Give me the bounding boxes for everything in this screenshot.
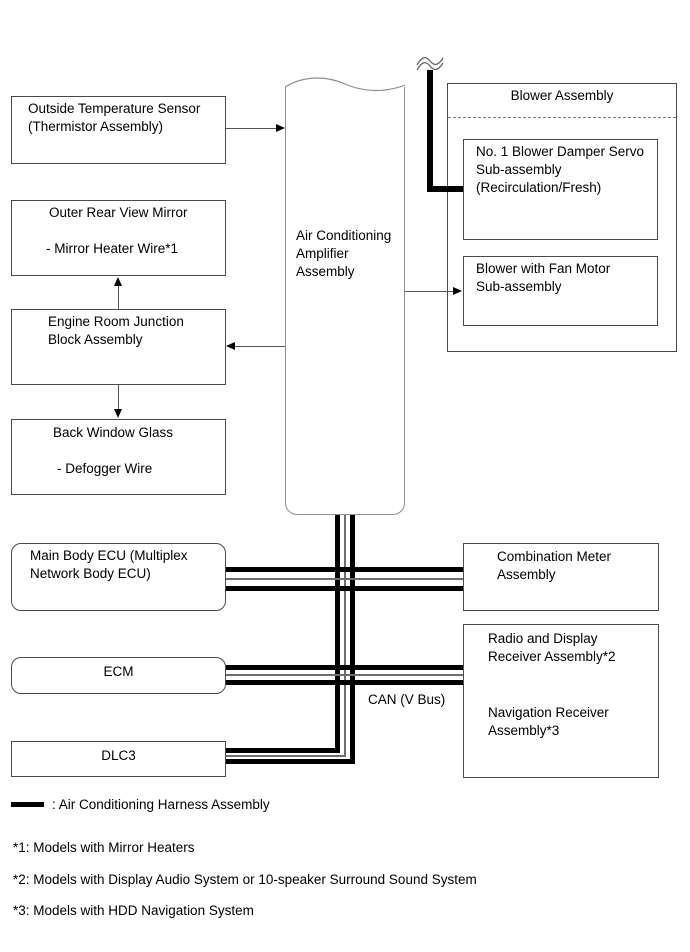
bus-h1-bottom xyxy=(226,586,463,591)
box-radio-navigation-receiver xyxy=(463,624,659,778)
label-blower-fan-motor-line2: Sub-assembly xyxy=(476,279,562,294)
label-combination-meter-line1: Combination Meter xyxy=(497,549,612,564)
label-defogger-wire: - Defogger Wire xyxy=(57,461,153,476)
harness-line-vertical xyxy=(427,70,433,192)
box-blower-fan-motor xyxy=(463,256,658,326)
arrow-up-icon xyxy=(114,277,122,286)
label-combination-meter-line2: Assembly xyxy=(497,567,556,582)
bus-h2-top xyxy=(226,665,463,670)
blower-assembly-divider xyxy=(448,117,676,118)
label-ac-amplifier-line2: Amplifier xyxy=(296,246,349,261)
box-ac-amplifier-assembly xyxy=(285,87,405,515)
label-mirror-heater-wire: - Mirror Heater Wire*1 xyxy=(46,241,179,256)
label-engine-room-junction-line2: Block Assembly xyxy=(48,332,143,347)
label-ac-amplifier-line3: Assembly xyxy=(296,264,355,279)
box-dlc3 xyxy=(11,741,226,777)
label-blower-damper-servo-line1: No. 1 Blower Damper Servo xyxy=(476,144,645,159)
arrow-left-icon xyxy=(226,342,235,350)
connector-temp-sensor-to-amplifier xyxy=(226,128,277,129)
arrow-right-icon xyxy=(276,124,285,132)
label-radio-receiver-line1: Radio and Display xyxy=(488,631,598,646)
label-ac-amplifier-line1: Air Conditioning xyxy=(296,228,392,243)
note-2: *2: Models with Display Audio System or … xyxy=(13,872,477,887)
box-ecm xyxy=(11,657,226,694)
label-navigation-receiver-line2: Assembly*3 xyxy=(488,723,560,738)
bus-vertical-left xyxy=(335,515,340,753)
bus-h3-bottom xyxy=(226,759,355,764)
box-blower-damper-servo xyxy=(463,139,658,240)
note-1: *1: Models with Mirror Heaters xyxy=(13,840,195,855)
bus-vertical-center xyxy=(344,515,346,757)
arrow-down-icon xyxy=(114,409,122,418)
box-outer-rear-view-mirror xyxy=(11,200,226,276)
note-3: *3: Models with HDD Navigation System xyxy=(13,903,254,918)
box-combination-meter xyxy=(463,543,659,611)
bus-h1-top xyxy=(226,567,463,572)
label-main-body-ecu-line2: Network Body ECU) xyxy=(30,566,151,581)
label-radio-receiver-line2: Receiver Assembly*2 xyxy=(488,649,616,664)
box-back-window-glass xyxy=(11,419,226,495)
amplifier-wavy-top-edge xyxy=(284,77,406,92)
label-blower-damper-servo-line2: Sub-assembly xyxy=(476,162,562,177)
label-back-window-glass: Back Window Glass xyxy=(53,425,174,440)
bus-h1-center xyxy=(226,578,463,580)
bus-h3-top xyxy=(226,748,340,753)
legend-harness-swatch xyxy=(11,802,44,807)
connector-amplifier-to-fan-motor xyxy=(405,291,453,292)
connector-junction-to-back-glass xyxy=(118,385,119,409)
label-ecm: ECM xyxy=(103,664,134,679)
label-outside-temperature-sensor-line2: (Thermistor Assembly) xyxy=(28,119,164,134)
box-main-body-ecu xyxy=(11,543,226,611)
connector-junction-to-mirror xyxy=(118,286,119,309)
label-can-v-bus: CAN (V Bus) xyxy=(368,692,446,707)
label-engine-room-junction-line1: Engine Room Junction xyxy=(48,314,184,329)
label-outside-temperature-sensor-line1: Outside Temperature Sensor xyxy=(28,101,201,116)
harness-break-symbol xyxy=(416,57,444,71)
label-outer-rear-view-mirror: Outer Rear View Mirror xyxy=(49,205,188,220)
bus-h3-center xyxy=(226,755,346,757)
arrow-right-icon xyxy=(453,287,462,295)
box-outside-temperature-sensor xyxy=(11,96,226,164)
box-engine-room-junction-block xyxy=(11,309,226,385)
label-main-body-ecu-line1: Main Body ECU (Multiplex xyxy=(30,548,188,563)
label-blower-assembly: Blower Assembly xyxy=(510,88,614,103)
bus-h2-bottom xyxy=(226,680,463,685)
legend-label: : Air Conditioning Harness Assembly xyxy=(52,797,270,812)
bus-h2-center xyxy=(226,674,463,676)
bus-vertical-right xyxy=(350,515,355,764)
label-blower-fan-motor-line1: Blower with Fan Motor xyxy=(476,261,611,276)
label-dlc3: DLC3 xyxy=(101,748,136,763)
label-navigation-receiver-line1: Navigation Receiver xyxy=(488,705,609,720)
harness-line-horizontal xyxy=(427,186,463,192)
connector-amplifier-to-junction-block xyxy=(235,346,285,347)
label-blower-damper-servo-line3: (Recirculation/Fresh) xyxy=(476,180,602,195)
